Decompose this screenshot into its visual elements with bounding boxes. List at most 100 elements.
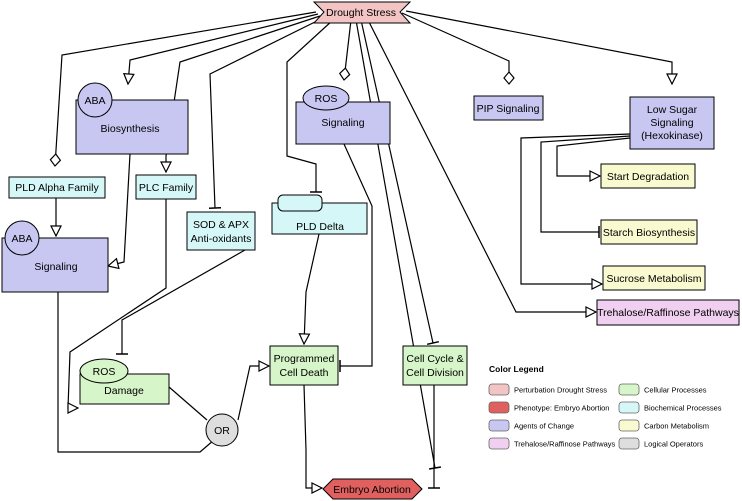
aba-signaling-label: Signaling bbox=[34, 261, 77, 273]
edge-lowsugar-start-degradation bbox=[556, 137, 631, 176]
edge-or-pcd bbox=[237, 366, 269, 421]
node-programmed-cell-death[interactable]: Programmed Cell Death bbox=[269, 345, 339, 386]
legend-label: Trehalose/Raffinose Pathways bbox=[514, 440, 616, 449]
edge-drought-sod-apx bbox=[208, 17, 324, 209]
edge-aba-signaling-or bbox=[57, 292, 215, 453]
aba-signaling-tag: ABA bbox=[11, 233, 32, 245]
legend-item: Perturbation Drought Stress bbox=[488, 383, 607, 396]
legend-item: Cellular Processes bbox=[618, 383, 707, 396]
node-aba-biosynthesis[interactable]: ABA Biosynthesis bbox=[75, 82, 189, 155]
legend-item: Phenotype: Embryo Abortion bbox=[488, 401, 609, 414]
edge-drought-pip bbox=[401, 12, 515, 85]
edge-plc-ros-damage bbox=[67, 199, 167, 408]
sod-apx-line-1: SOD & APX bbox=[193, 219, 249, 231]
pld-alpha-family-label: PLD Alpha Family bbox=[15, 182, 99, 194]
legend-label: Biochemical Processes bbox=[644, 404, 722, 413]
color-legend: Color Legend Perturbation Drought Stress… bbox=[488, 364, 722, 450]
legend-label: Agents of Change bbox=[514, 422, 574, 431]
ros-damage-tag: ROS bbox=[93, 366, 116, 378]
ros-signaling-tag-ellipse bbox=[302, 85, 350, 111]
starch-biosynthesis-label: Starch Biosynthesis bbox=[603, 227, 695, 239]
low-sugar-line-1: Low Sugar bbox=[647, 104, 698, 116]
edge-pld-delta-pcd bbox=[304, 233, 320, 344]
low-sugar-line-3: (Hexokinase) bbox=[641, 130, 703, 142]
legend-label: Phenotype: Embryo Abortion bbox=[514, 404, 609, 413]
node-start-degradation[interactable]: Start Degradation bbox=[600, 163, 696, 189]
legend-label: Carbon Metabolism bbox=[644, 422, 709, 431]
aba-biosynthesis-tag: ABA bbox=[84, 95, 105, 107]
node-aba-signaling[interactable]: ABA Signaling bbox=[1, 220, 109, 293]
node-pld-alpha-family[interactable]: PLD Alpha Family bbox=[8, 176, 106, 199]
sucrose-metabolism-label: Sucrose Metabolism bbox=[606, 273, 701, 285]
edge-sod-ros-damage bbox=[116, 249, 246, 355]
embryo-abortion-shape bbox=[322, 478, 423, 500]
ros-damage-tag-ellipse bbox=[79, 358, 129, 384]
edges bbox=[49, 10, 672, 488]
node-embryo-abortion[interactable]: Embryo Abortion bbox=[322, 478, 423, 500]
legend-item: Logical Operators bbox=[618, 437, 703, 450]
node-sucrose-metabolism[interactable]: Sucrose Metabolism bbox=[602, 265, 706, 291]
node-ros-damage[interactable]: ROS Damage bbox=[79, 358, 170, 405]
pld-delta-tab bbox=[277, 194, 323, 212]
pld-alpha-family-box bbox=[8, 176, 106, 199]
legend-items: Perturbation Drought Stress Cellular Proc… bbox=[488, 383, 722, 450]
low-sugar-signaling-box bbox=[629, 96, 715, 150]
edge-drought-plc-family bbox=[166, 15, 321, 172]
legend-item: Trehalose/Raffinose Pathways bbox=[488, 437, 616, 450]
edge-drought-aba-biosynthesis bbox=[128, 13, 319, 84]
edge-drought-pcd bbox=[355, 19, 442, 470]
node-pip-signaling[interactable]: PIP Signaling bbox=[473, 95, 544, 121]
start-degradation-box bbox=[600, 163, 696, 189]
sod-apx-line-2: Anti-oxidants bbox=[191, 233, 252, 245]
legend-label: Cellular Processes bbox=[644, 386, 707, 395]
node-low-sugar-signaling[interactable]: Low Sugar Signaling (Hexokinase) bbox=[629, 96, 715, 150]
node-ros-signaling[interactable]: ROS Signaling bbox=[295, 85, 391, 145]
start-degradation-label: Start Degradation bbox=[607, 171, 689, 183]
sucrose-metabolism-box bbox=[602, 265, 706, 291]
edge-drought-ros-signaling bbox=[338, 19, 352, 81]
legend-swatch bbox=[488, 437, 510, 450]
edge-lowsugar-starch-biosynthesis bbox=[540, 135, 631, 238]
pcd-line-1: Programmed bbox=[274, 353, 335, 365]
edge-ros-damage-or bbox=[168, 386, 208, 421]
edge-aba-biosynthesis-aba-signaling bbox=[108, 153, 131, 266]
legend-swatch bbox=[618, 401, 640, 414]
edge-lowsugar-sucrose bbox=[520, 133, 631, 284]
node-plc-family[interactable]: PLC Family bbox=[135, 174, 197, 200]
edge-ros-signaling-pcd bbox=[339, 143, 373, 372]
legend-swatch bbox=[488, 383, 510, 396]
node-trehalose-raffinose[interactable]: Trehalose/Raffinose Pathways bbox=[596, 299, 740, 326]
legend-item: Agents of Change bbox=[488, 419, 574, 432]
edge-drought-pld-delta bbox=[286, 19, 334, 193]
node-starch-biosynthesis[interactable]: Starch Biosynthesis bbox=[600, 219, 698, 245]
node-or-operator[interactable]: OR bbox=[205, 413, 239, 447]
edge-pcd-embryo bbox=[303, 384, 322, 488]
legend-label: Perturbation Drought Stress bbox=[514, 386, 607, 395]
legend-item: Biochemical Processes bbox=[618, 401, 722, 414]
edge-drought-pld-alpha bbox=[49, 11, 317, 167]
aba-signaling-tag-circle bbox=[4, 220, 40, 256]
plc-family-box bbox=[135, 174, 197, 200]
legend-swatch bbox=[488, 419, 510, 432]
drought-stress-shape bbox=[312, 1, 412, 24]
aba-biosynthesis-tag-circle bbox=[77, 82, 113, 118]
node-drought-stress[interactable]: Drought Stress bbox=[312, 1, 412, 24]
or-label: OR bbox=[214, 425, 230, 437]
legend-label: Logical Operators bbox=[644, 440, 703, 449]
node-sod-apx[interactable]: SOD & APX Anti-oxidants bbox=[186, 211, 256, 251]
node-cell-cycle[interactable]: Cell Cycle & Cell Division bbox=[402, 345, 468, 386]
node-pld-delta[interactable]: PLD Delta bbox=[271, 194, 368, 235]
edge-drought-low-sugar bbox=[405, 10, 672, 84]
legend-swatch bbox=[618, 419, 640, 432]
ros-signaling-label: Signaling bbox=[321, 117, 364, 129]
ros-signaling-tag: ROS bbox=[315, 93, 338, 105]
sod-apx-box bbox=[186, 211, 256, 251]
trehalose-raffinose-label: Trehalose/Raffinose Pathways bbox=[597, 307, 739, 319]
legend-swatch bbox=[488, 401, 510, 414]
embryo-abortion-label: Embryo Abortion bbox=[333, 484, 411, 496]
aba-biosynthesis-label: Biosynthesis bbox=[101, 123, 160, 135]
pip-signaling-box bbox=[473, 95, 544, 121]
pip-signaling-label: PIP Signaling bbox=[477, 103, 540, 115]
